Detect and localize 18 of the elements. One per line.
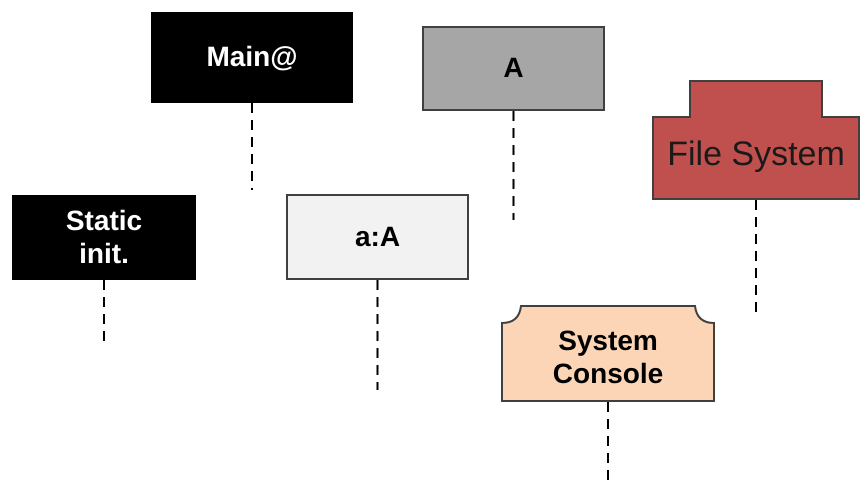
object-box bbox=[151, 12, 353, 103]
lifeline bbox=[607, 402, 609, 480]
object-box bbox=[422, 26, 605, 111]
object-name: File System bbox=[667, 135, 845, 175]
object-box bbox=[501, 305, 715, 402]
object-name: System Console bbox=[552, 325, 664, 390]
lifeline bbox=[103, 280, 105, 343]
object-box bbox=[652, 80, 860, 200]
object-name: Static init. bbox=[64, 205, 144, 270]
lifeline bbox=[376, 280, 378, 390]
object-box bbox=[12, 195, 196, 280]
lifeline bbox=[755, 200, 757, 315]
object-name: a:A bbox=[354, 220, 400, 254]
object-box bbox=[286, 194, 469, 280]
lifeline bbox=[512, 111, 514, 220]
lifeline bbox=[251, 103, 253, 190]
object-name: A bbox=[503, 52, 524, 85]
object-name: Main@ bbox=[206, 41, 298, 74]
